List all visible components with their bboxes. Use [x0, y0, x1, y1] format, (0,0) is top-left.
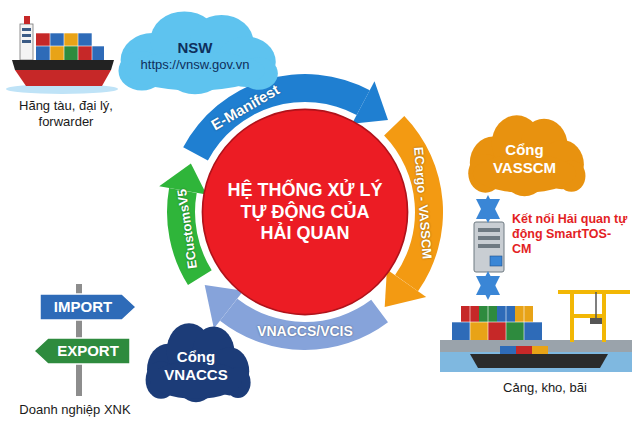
link-arrow — [487, 277, 490, 294]
cloud-node: Cổng VASSCM — [462, 110, 587, 198]
text-holder: NSWhttps://vnsw.gov.vn — [141, 40, 250, 74]
actor-caption: Cảng, kho, bãi — [470, 380, 620, 396]
actor-caption: Hãng tàu, đại lý, forwarder — [5, 98, 127, 129]
node-title: IMPORT — [54, 298, 112, 316]
link-arrow — [487, 201, 490, 217]
flow-label: VNACCS/VCIS — [257, 324, 353, 338]
port-illustration — [440, 292, 632, 372]
node-title: Cổng VNACCS — [160, 348, 232, 384]
flow-label: ECargo - VASSCM — [412, 146, 434, 259]
ship-illustration — [6, 16, 118, 94]
core-circle: HỆ THỐNG XỬ LÝ TỰ ĐỘNG CỦA HẢI QUAN — [201, 108, 409, 316]
flow-ring — [159, 74, 443, 350]
connection-note: Kết nối Hải quan tự động SmartTOS-CM — [512, 212, 628, 257]
node-title: EXPORT — [57, 342, 119, 360]
ring-arrowhead — [205, 285, 244, 329]
sign-board: EXPORT — [32, 336, 132, 366]
node-title: Cổng VASSCM — [490, 141, 560, 177]
ring-arrowhead — [385, 269, 427, 307]
server-illustration — [474, 222, 504, 272]
cloud-puff — [125, 51, 265, 91]
cloud-node: NSWhttps://vnsw.gov.vn — [110, 6, 280, 96]
node-subtitle: https://vnsw.gov.vn — [141, 58, 250, 74]
actor-caption: Doanh nghiệp XNK — [5, 402, 145, 418]
text-holder: IMPORT — [54, 298, 112, 316]
ring-arrowhead — [352, 81, 388, 123]
flow-label: ECustomsV5 — [175, 188, 199, 269]
text-holder: EXPORT — [57, 342, 119, 360]
text-holder: Cổng VNACCS — [160, 348, 232, 384]
sign-plate — [34, 338, 130, 364]
node-title: NSW — [141, 40, 250, 58]
sign-plate — [40, 294, 136, 320]
node-title: HỆ THỐNG XỬ LÝ TỰ ĐỘNG CỦA HẢI QUAN — [225, 180, 385, 245]
circle-fill — [202, 109, 407, 314]
sign-board: IMPORT — [38, 292, 138, 322]
text-holder: HỆ THỐNG XỬ LÝ TỰ ĐỘNG CỦA HẢI QUAN — [225, 180, 385, 245]
text-holder: Cổng VASSCM — [490, 141, 560, 177]
cloud-node: Cổng VNACCS — [140, 318, 252, 404]
